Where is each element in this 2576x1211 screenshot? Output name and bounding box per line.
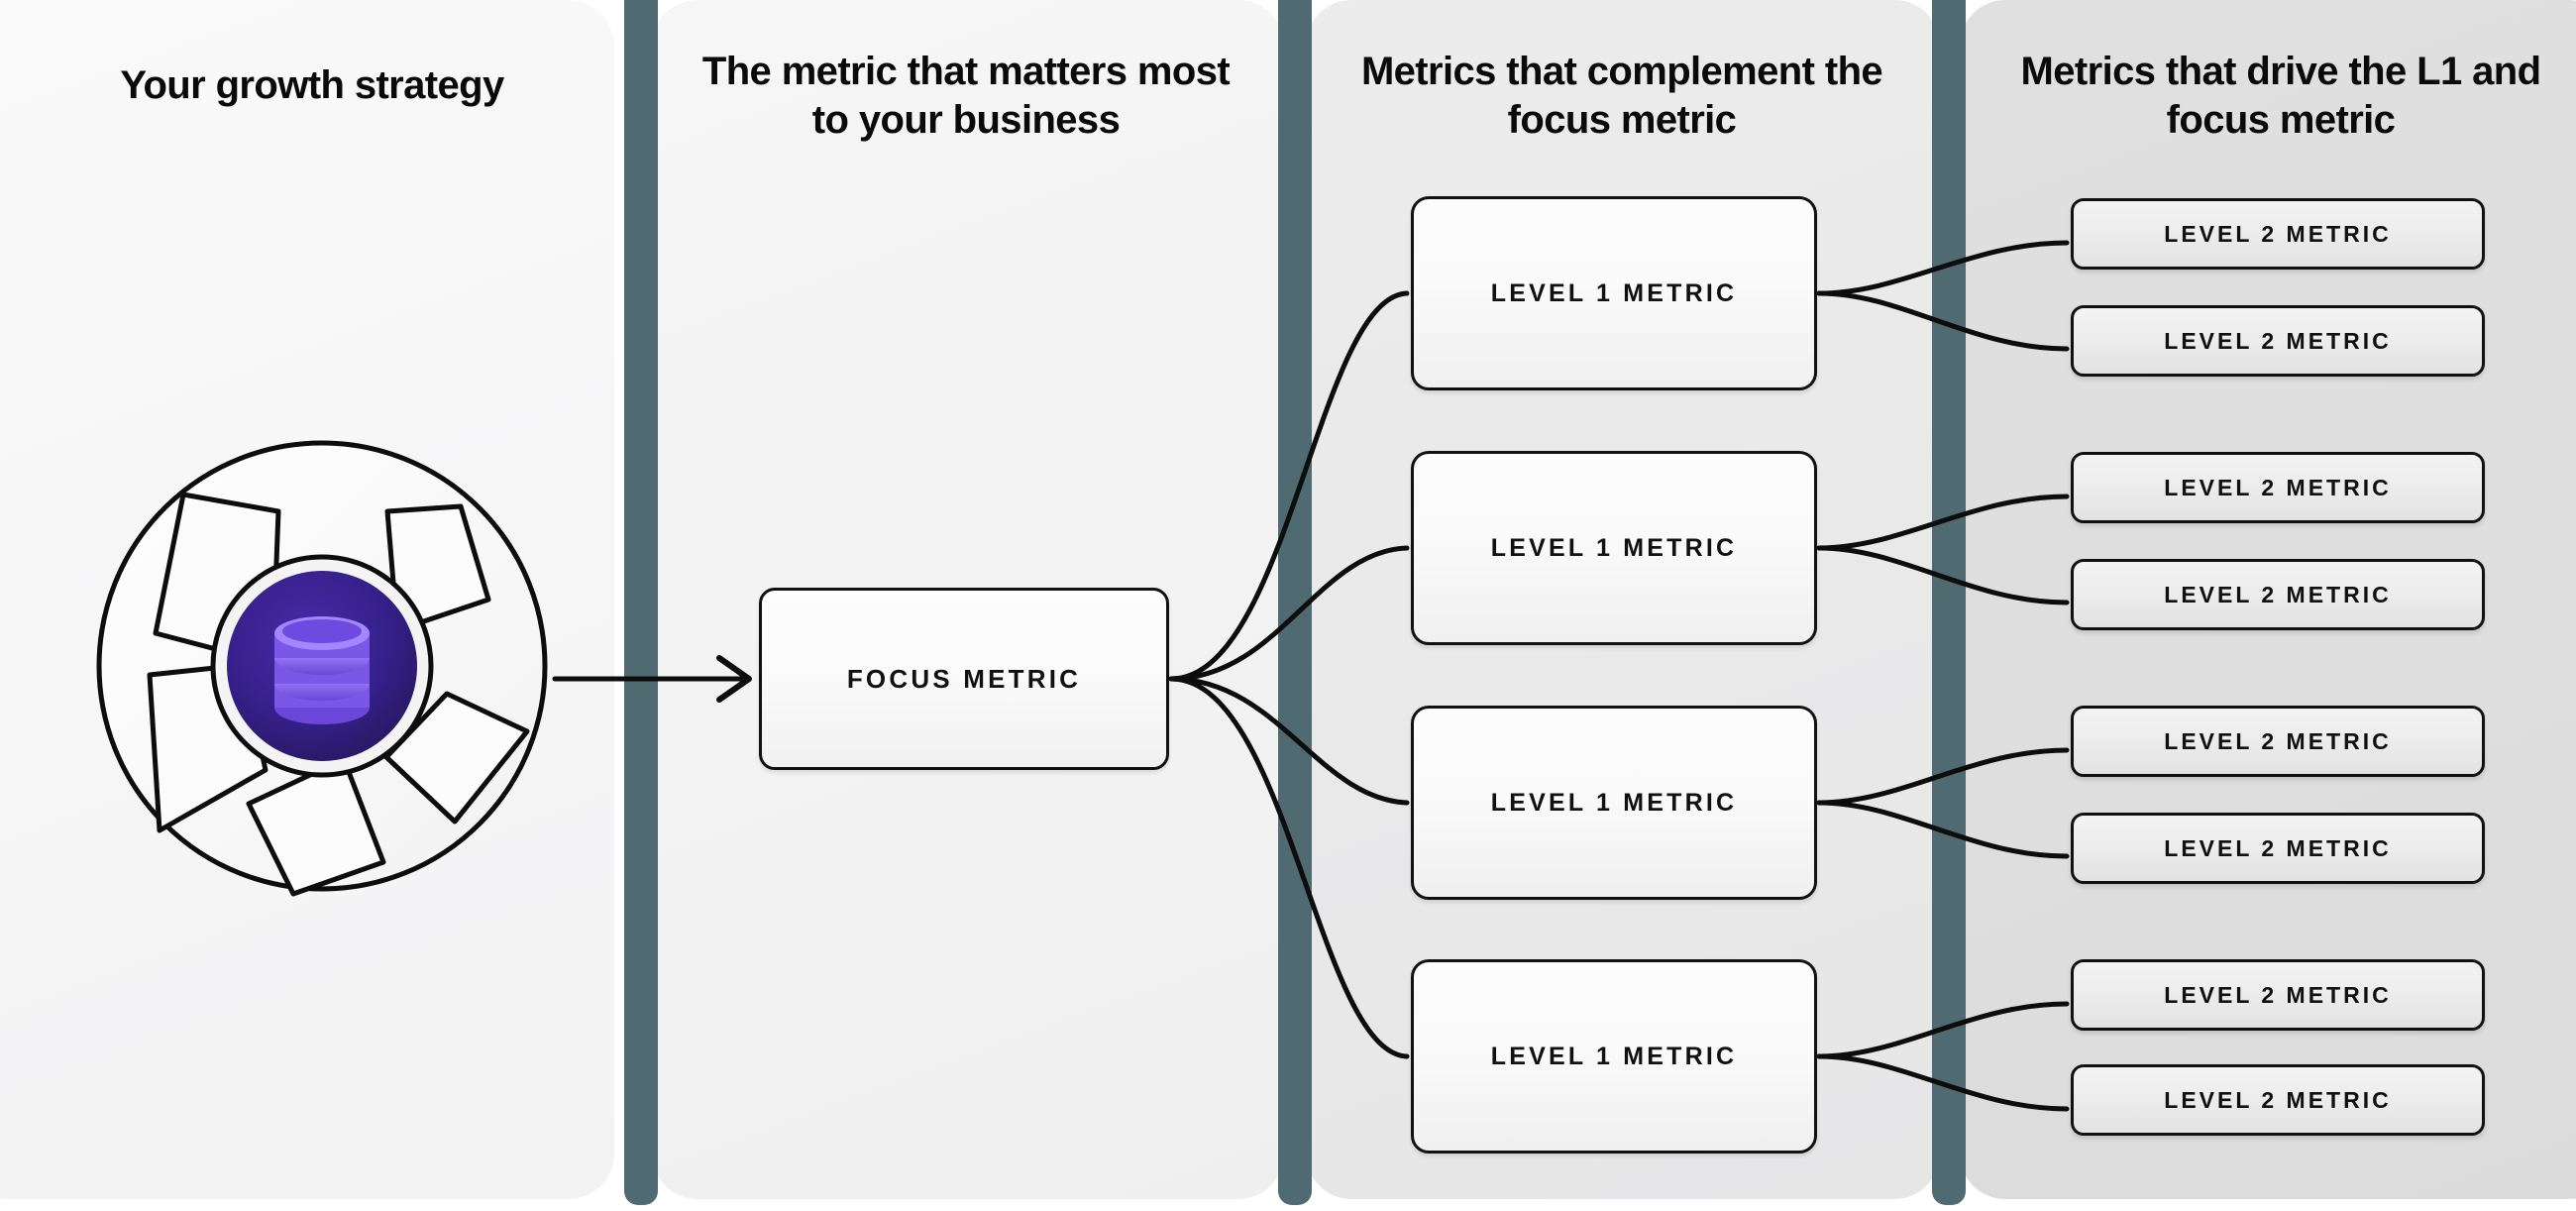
focus-metric-node[interactable]: FOCUS METRIC (759, 588, 1169, 770)
link-focus-l1-3 (1168, 676, 1410, 1059)
level2-metric-node[interactable]: LEVEL 2 METRIC (2071, 1064, 2485, 1136)
link-l1-2-l2-1 (1816, 800, 2070, 859)
link-l1-2-l2-0 (1816, 747, 2070, 806)
link-l1-1-l2-0 (1816, 494, 2070, 551)
level2-metric-node[interactable]: LEVEL 2 METRIC (2071, 452, 2485, 523)
level2-metric-node[interactable]: LEVEL 2 METRIC (2071, 813, 2485, 884)
link-focus-l1-1 (1168, 545, 1410, 682)
column-heading-level2: Metrics that drive the L1 and focus metr… (2020, 50, 2542, 142)
level2-metric-node[interactable]: LEVEL 2 METRIC (2071, 305, 2485, 377)
link-l1-3-l2-1 (1816, 1053, 2070, 1112)
column-divider-1 (624, 0, 658, 1205)
column-divider-3 (1932, 0, 1966, 1205)
level1-metric-node[interactable]: LEVEL 1 METRIC (1411, 959, 1817, 1154)
link-l1-1-l2-1 (1816, 545, 2070, 606)
column-heading-level1: Metrics that complement the focus metric (1360, 50, 1883, 142)
link-focus-l1-2 (1168, 676, 1410, 806)
level2-metric-node[interactable]: LEVEL 2 METRIC (2071, 959, 2485, 1031)
level2-metric-node[interactable]: LEVEL 2 METRIC (2071, 559, 2485, 630)
link-l1-0-l2-0 (1816, 240, 2070, 296)
database-icon (274, 616, 370, 724)
level1-metric-node[interactable]: LEVEL 1 METRIC (1411, 196, 1817, 390)
level2-metric-node[interactable]: LEVEL 2 METRIC (2071, 706, 2485, 777)
growth-strategy-wheel (96, 440, 548, 897)
level2-metric-node[interactable]: LEVEL 2 METRIC (2071, 198, 2485, 270)
column-heading-focus: The metric that matters most to your bus… (701, 50, 1231, 142)
level1-metric-node[interactable]: LEVEL 1 METRIC (1411, 706, 1817, 900)
link-l1-3-l2-0 (1816, 1001, 2070, 1059)
level1-metric-node[interactable]: LEVEL 1 METRIC (1411, 451, 1817, 645)
link-l1-0-l2-1 (1816, 290, 2070, 352)
link-focus-l1-0 (1168, 290, 1410, 682)
column-heading-strategy: Your growth strategy (120, 63, 504, 107)
